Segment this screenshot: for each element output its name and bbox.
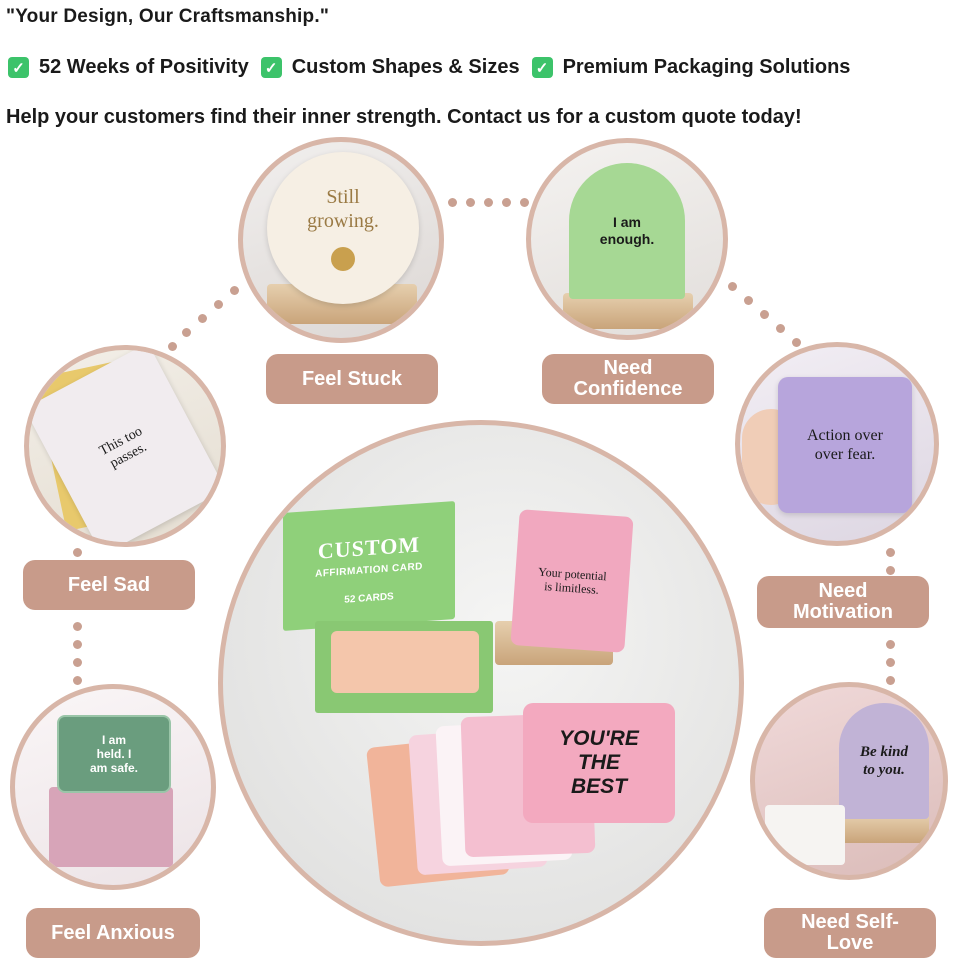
tagline: "Your Design, Our Craftsmanship." [6,6,330,27]
connector-dot [73,548,82,557]
wooden-stand [839,815,929,843]
label-feel-anxious: Feel Anxious [26,908,200,958]
feature-item: ✓ 52 Weeks of Positivity [8,56,249,79]
connector-dot [744,296,753,305]
connector-dot [73,622,82,631]
pink-box [49,787,173,867]
feature-label: Custom Shapes & Sizes [291,56,520,78]
action-over-fear-card: Action over over fear. [778,377,912,513]
connector-dot [73,640,82,649]
feature-list: ✓ 52 Weeks of Positivity ✓ Custom Shapes… [8,56,862,79]
connector-dot [198,314,207,323]
label-need-motivation: Need Motivation [757,576,929,628]
card-text: YOU'RE THE BEST [559,727,639,798]
label-need-self-love: Need Self-Love [764,908,936,958]
i-am-held-card: I am held. I am safe. [57,715,171,793]
your-potential-card: Your potential is limitless. [510,509,634,653]
card-text: Your potential is limitless. [537,564,608,597]
connector-dot [182,328,191,337]
card-text: Action over over fear. [807,427,883,463]
i-am-enough-photo: I am enough. [526,138,728,340]
connector-dot [792,338,801,347]
connector-dot [776,324,785,333]
connector-dot [886,658,895,667]
be-kind-photo: Be kind to you. [750,682,948,880]
feature-item: ✓ Custom Shapes & Sizes [260,56,520,79]
connector-dot [214,300,223,309]
connector-dot [168,342,177,351]
action-over-fear-photo: Action over over fear. [735,342,939,546]
product-showcase-photo: CUSTOM AFFIRMATION CARD 52 CARDS Your po… [218,420,744,946]
i-am-held-photo: I am held. I am safe. [10,684,216,890]
label-need-confidence: Need Confidence [542,354,714,404]
book-shape [765,805,845,865]
this-too-passes-photo: This too passes. [24,345,226,547]
connector-dot [886,676,895,685]
connector-dot [73,676,82,685]
connector-dot [73,658,82,667]
box-count: 52 CARDS [344,591,394,606]
connector-dot [520,198,529,207]
feature-label: Premium Packaging Solutions [562,56,851,78]
checkmark-icon: ✓ [260,57,282,78]
wooden-stand [563,293,693,329]
card-text: I am enough. [599,214,655,247]
connector-dot [502,198,511,207]
label-feel-sad: Feel Sad [23,560,195,610]
i-am-enough-card: I am enough. [569,163,685,299]
box-lid: CUSTOM AFFIRMATION CARD 52 CARDS [283,500,455,632]
cta-text: Help your customers find their inner str… [6,106,802,128]
box-card-peach [331,631,479,693]
connector-dot [760,310,769,319]
feature-item: ✓ Premium Packaging Solutions [531,56,851,79]
connector-dot [484,198,493,207]
still-growing-photo: Still growing. [238,137,444,343]
card-text: Still growing. [307,186,379,232]
connector-dot [448,198,457,207]
checkmark-icon: ✓ [531,57,553,78]
card-text: This too passes. [97,424,150,472]
label-feel-stuck: Feel Stuck [266,354,438,404]
connector-dot [886,566,895,575]
connector-dot [466,198,475,207]
connector-dot [230,286,239,295]
youre-the-best-card: YOU'RE THE BEST [523,703,675,823]
connector-dot [886,548,895,557]
still-growing-card: Still growing. [267,152,419,304]
card-text: I am held. I am safe. [89,733,139,775]
card-text: Be kind to you. [860,744,908,778]
feature-label: 52 Weeks of Positivity [39,56,249,78]
connector-dot [728,282,737,291]
gold-dot-icon [331,247,355,271]
checkmark-icon: ✓ [8,57,29,78]
be-kind-card: Be kind to you. [839,703,929,819]
connector-dot [886,640,895,649]
